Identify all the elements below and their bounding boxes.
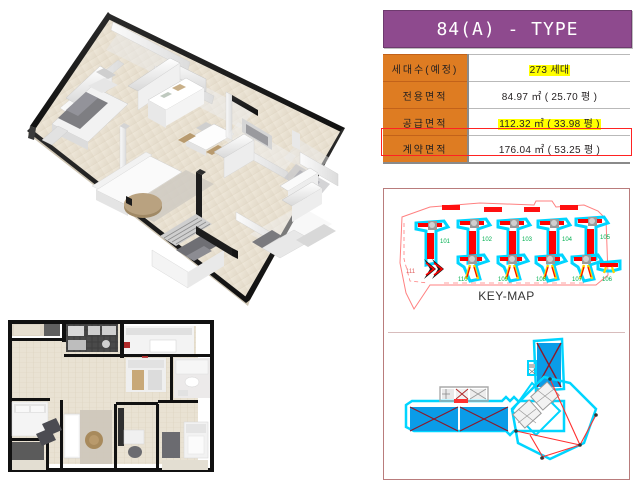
supply-area-value: 112.32 ㎡ ( 33.98 평 ) bbox=[498, 118, 601, 130]
svg-text:111: 111 bbox=[406, 269, 416, 275]
row-value-supply-area: 112.32 ㎡ ( 33.98 평 ) bbox=[468, 108, 630, 136]
row-value-contract-area: 176.04 ㎡ ( 53.25 평 ) bbox=[468, 135, 630, 164]
isometric-render bbox=[0, 0, 374, 308]
keymap-divider bbox=[388, 332, 625, 333]
table-row: 전용면적 84.97 ㎡ ( 25.70 평 ) bbox=[383, 81, 630, 109]
row-label-supply-area: 공급면적 bbox=[383, 108, 469, 136]
svg-text:109: 109 bbox=[498, 277, 509, 283]
table-row: 공급면적 112.32 ㎡ ( 33.98 평 ) bbox=[383, 108, 630, 136]
page-title: 84(A) - TYPE bbox=[436, 18, 579, 40]
table-row: 세대수(예정) 273 세대 bbox=[383, 54, 630, 82]
info-column: 84(A) - TYPE 세대수(예정) 273 세대 전용면적 84.97 ㎡… bbox=[381, 10, 633, 480]
row-label-exclusive-area: 전용면적 bbox=[383, 81, 469, 109]
svg-text:101: 101 bbox=[440, 239, 451, 245]
type-header: 84(A) - TYPE bbox=[383, 10, 632, 48]
row-label-households: 세대수(예정) bbox=[383, 54, 469, 82]
svg-text:106: 106 bbox=[602, 277, 613, 283]
svg-text:104: 104 bbox=[562, 237, 573, 243]
row-value-households: 273 세대 bbox=[468, 54, 630, 82]
row-label-contract-area: 계약면적 bbox=[383, 135, 469, 164]
svg-text:102: 102 bbox=[482, 237, 493, 243]
specification-table: 세대수(예정) 273 세대 전용면적 84.97 ㎡ ( 25.70 평 ) … bbox=[383, 54, 630, 164]
keymap-caption: KEY-MAP bbox=[478, 289, 535, 303]
svg-text:107: 107 bbox=[572, 277, 583, 283]
svg-text:103: 103 bbox=[522, 237, 533, 243]
row-value-exclusive-area: 84.97 ㎡ ( 25.70 평 ) bbox=[468, 81, 630, 109]
floorplan-2d bbox=[2, 312, 228, 478]
keymap-site-plan: 101 102 bbox=[384, 189, 629, 331]
svg-text:110: 110 bbox=[458, 277, 468, 283]
unit-location-plan bbox=[384, 331, 629, 477]
households-value: 273 세대 bbox=[528, 64, 571, 76]
keymap-panel: 101 102 bbox=[383, 188, 630, 480]
svg-text:105: 105 bbox=[600, 235, 611, 241]
svg-text:108: 108 bbox=[536, 277, 547, 283]
table-row: 계약면적 176.04 ㎡ ( 53.25 평 ) bbox=[383, 135, 630, 164]
